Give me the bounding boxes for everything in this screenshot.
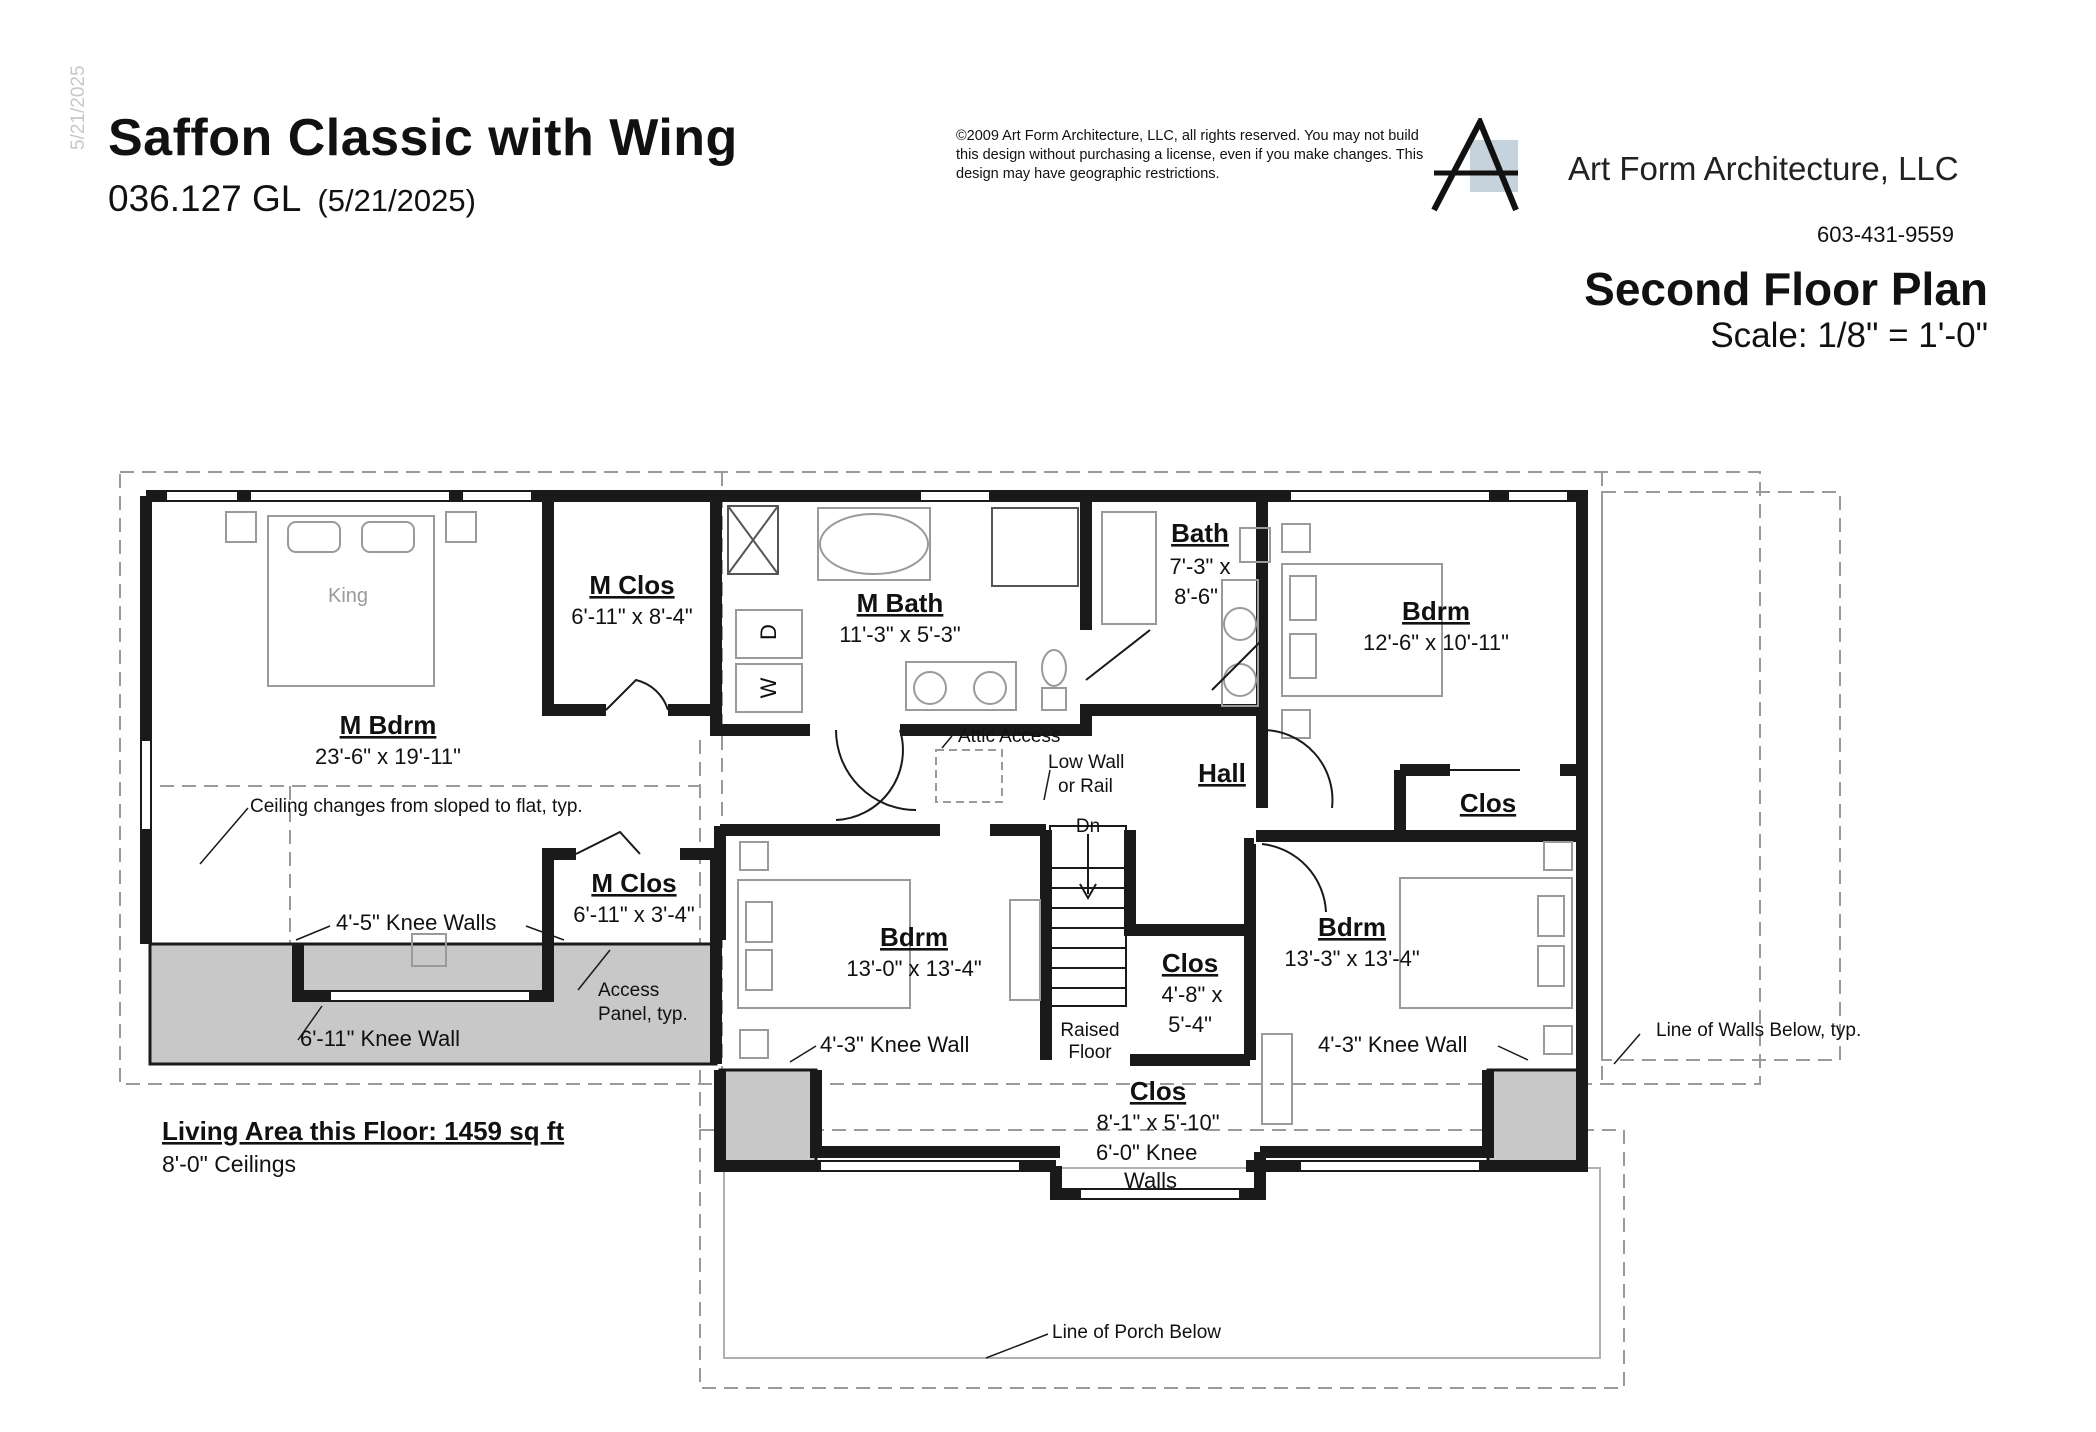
dryer-label: D: [756, 624, 781, 640]
note-line-porch-below: Line of Porch Below: [1052, 1322, 1221, 1343]
room-name-m-clos-2: M Clos: [591, 868, 676, 898]
note-raised-floor-1: Raised: [1060, 1020, 1119, 1041]
room-dims-clos-s: 8'-1" x 5'-10": [1096, 1110, 1219, 1135]
stair: [1049, 825, 1127, 1007]
note-knee-wall-611: 6'-11" Knee Wall: [300, 1026, 460, 1051]
note-knee-wall-43-right: 4'-3" Knee Wall: [1318, 1032, 1467, 1057]
firm-phone: 603-431-9559: [1817, 222, 1955, 247]
plan-code-line: 036.127 GL (5/21/2025): [108, 178, 476, 220]
porch-below-outline: [723, 1167, 1601, 1359]
room-name-m-bath: M Bath: [857, 588, 944, 618]
room-dims-m-clos: 6'-11" x 8'-4": [571, 604, 692, 629]
room-dims-m-bath: 11'-3" x 5'-3": [839, 622, 960, 647]
room-name-m-bdrm: M Bdrm: [340, 710, 437, 740]
firm-logo-icon: [1431, 118, 1519, 212]
knee-space-shading: [148, 942, 1588, 1170]
note-knee-walls-445: 4'-5" Knee Walls: [336, 910, 496, 935]
sheet-scale: Scale: 1/8" = 1'-0": [1710, 316, 1988, 355]
room-dims-m-clos-2: 6'-11" x 3'-4": [573, 902, 694, 927]
washer-label: W: [756, 677, 781, 698]
room-name-hall: Hall: [1198, 758, 1246, 788]
room-name-clos-mid: Clos: [1162, 948, 1218, 978]
room-name-bdrm-sw: Bdrm: [880, 922, 948, 952]
note-raised-floor-2: Floor: [1068, 1042, 1112, 1063]
sheet-title: Second Floor Plan: [1584, 263, 1988, 315]
plan-title: Saffon Classic with Wing: [108, 109, 738, 167]
room-name-m-clos: M Clos: [589, 570, 674, 600]
room-dims-bath-1: 7'-3" x: [1170, 554, 1231, 579]
note-low-wall-1: Low Wall: [1048, 752, 1124, 773]
ceiling-height-summary: 8'-0" Ceilings: [162, 1151, 296, 1177]
annotation-leaders: [199, 735, 1641, 1359]
room-dims-bdrm-sw: 13'-0" x 13'-4": [846, 956, 981, 981]
copyright-notice: ©2009 Art Form Architecture, LLC, all ri…: [956, 128, 1424, 182]
room-dims-clos-mid-2: 5'-4": [1168, 1012, 1212, 1037]
fixtures: [225, 505, 1573, 1125]
room-dims-m-bdrm: 23'-6" x 19'-11": [315, 744, 461, 769]
room-name-bath: Bath: [1171, 518, 1229, 548]
note-knee-walls-60-2: Walls: [1124, 1168, 1177, 1193]
room-name-clos-s: Clos: [1130, 1076, 1186, 1106]
room-dims-bdrm-ne: 12'-6" x 10'-11": [1363, 630, 1509, 655]
note-ceiling-changes: Ceiling changes from sloped to flat, typ…: [250, 796, 583, 817]
note-access-panel-1: Access: [598, 980, 659, 1001]
windows: [140, 490, 1569, 1200]
door-swings: [575, 629, 1520, 913]
room-name-bdrm-ne: Bdrm: [1402, 596, 1470, 626]
room-labels: King M Bdrm 23'-6" x 19'-11" M Clos 6'-1…: [315, 518, 1516, 1135]
note-access-panel-2: Panel, typ.: [598, 1004, 688, 1025]
room-dims-bath-2: 8'-6": [1174, 584, 1218, 609]
room-name-bdrm-se: Bdrm: [1318, 912, 1386, 942]
note-line-walls-below: Line of Walls Below, typ.: [1656, 1020, 1861, 1041]
room-dims-clos-mid-1: 4'-8" x: [1162, 982, 1223, 1007]
living-area-summary: Living Area this Floor: 1459 sq ft: [162, 1116, 564, 1146]
room-name-clos-ne: Clos: [1460, 788, 1516, 818]
note-knee-wall-43-left: 4'-3" Knee Wall: [820, 1032, 969, 1057]
note-knee-walls-60-1: 6'-0" Knee: [1096, 1140, 1197, 1165]
firm-name: Art Form Architecture, LLC: [1568, 150, 1959, 187]
plan-code: 036.127 GL: [108, 178, 302, 219]
note-attic-access: Attic Access: [958, 726, 1060, 747]
note-low-wall-2: or Rail: [1058, 776, 1113, 797]
room-dims-bdrm-se: 13'-3" x 13'-4": [1284, 946, 1419, 971]
stair-dn-label: Dn: [1076, 816, 1100, 837]
plan-notes: Attic Access Low Wall or Rail Ceiling ch…: [250, 726, 1861, 1343]
plan-date: (5/21/2025): [317, 183, 476, 218]
bed-label: King: [328, 585, 368, 607]
